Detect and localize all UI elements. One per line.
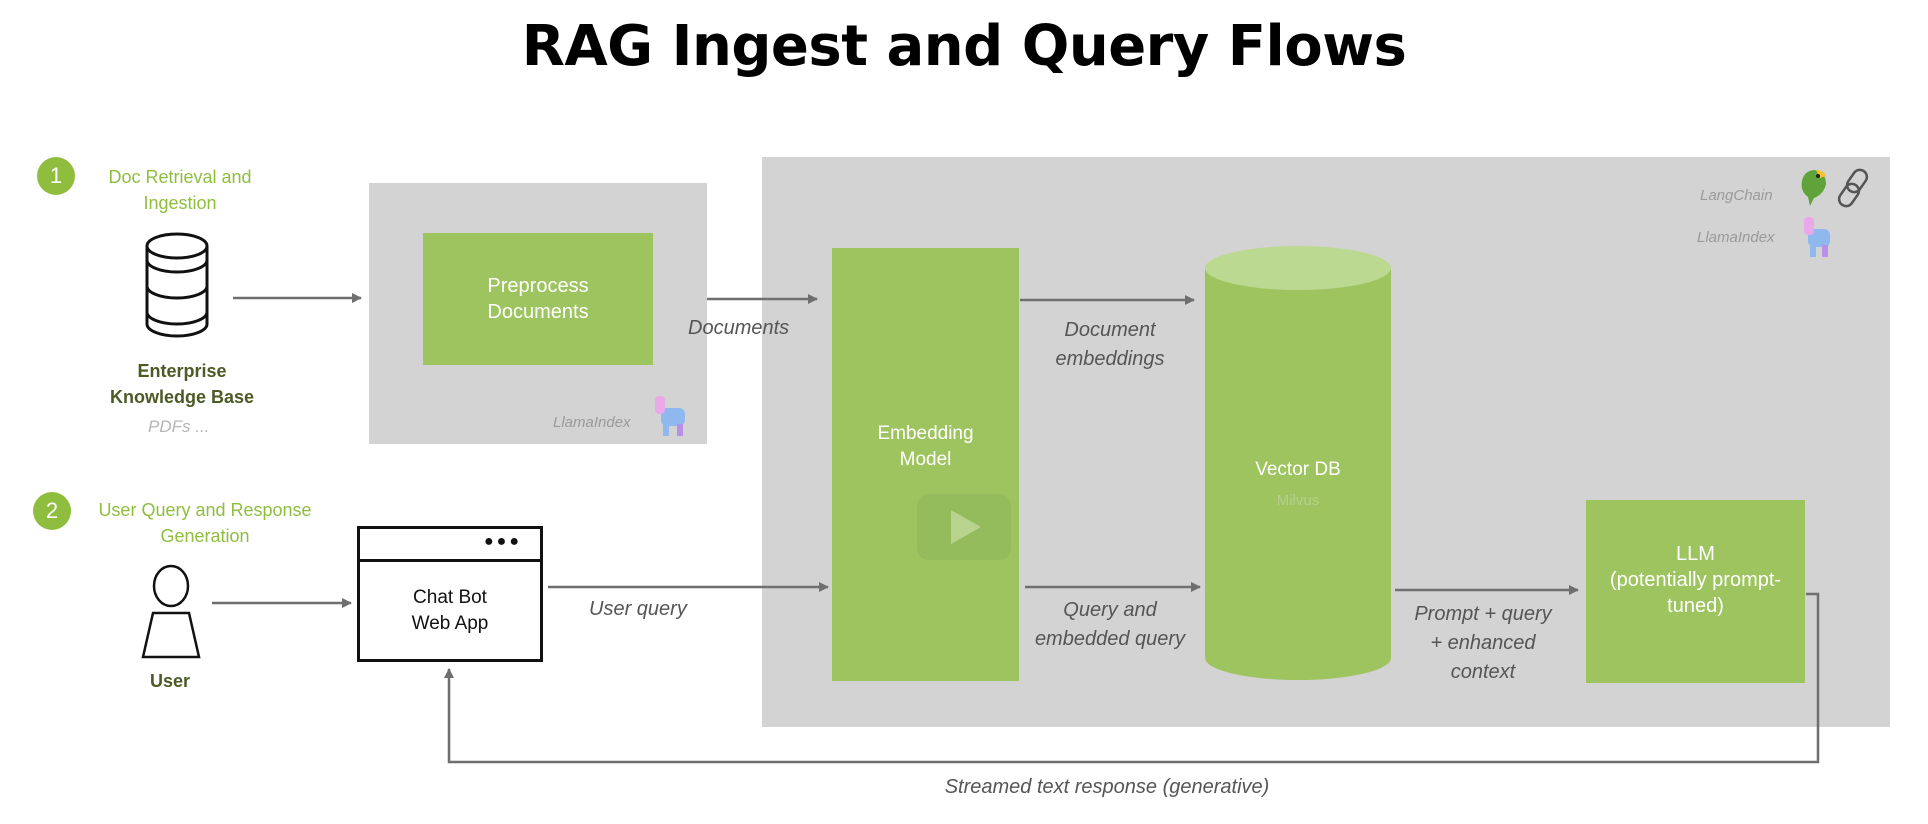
llm-box: LLM (potentially prompt- tuned)	[1586, 500, 1805, 683]
database-icon	[145, 232, 209, 338]
llama-index-icon	[1804, 217, 1830, 257]
parrot-icon	[1801, 170, 1826, 206]
preprocess-documents-box: Preprocess Documents	[423, 233, 653, 365]
vector-db-sub: Milvus	[1276, 492, 1320, 509]
chatbot-label: Chat Bot Web App	[411, 587, 489, 634]
user-query-edge-label: User query	[589, 598, 687, 620]
knowledge-base-sub: PDFs ...	[148, 417, 210, 436]
chatbot-titlebar: ●●●	[360, 529, 540, 562]
step-2-badge: 2	[33, 492, 71, 530]
document-embeddings-label: Document embeddings	[1055, 319, 1165, 370]
chain-link-icon	[1837, 168, 1869, 208]
query-embedded-label: Query and embedded query	[1034, 599, 1186, 650]
arrow-llm-to-chatbot	[444, 592, 1820, 764]
knowledge-base-label: Enterprise Knowledge Base	[109, 361, 255, 407]
documents-edge-label: Documents	[688, 317, 790, 339]
user-label: User	[149, 671, 191, 691]
llamaindex-label: LlamaIndex	[1697, 229, 1775, 246]
page-title: RAG Ingest and Query Flows	[521, 14, 1407, 79]
llama-icon	[655, 396, 685, 436]
prompt-context-label: Prompt + query + enhanced context	[1414, 603, 1552, 683]
user-icon	[141, 564, 201, 659]
streamed-response-label: Streamed text response (generative)	[944, 776, 1270, 798]
langchain-label: LangChain	[1700, 187, 1773, 204]
chatbot-window: ●●● Chat Bot Web App	[357, 526, 543, 662]
step-1-label: Doc Retrieval and Ingestion	[108, 167, 252, 213]
dots-icon: ●●●	[484, 533, 522, 550]
preprocess-framework-label: LlamaIndex	[553, 414, 631, 431]
play-icon	[917, 494, 1011, 560]
step-1-badge: 1	[37, 157, 75, 195]
embedding-model-box: Embedding Model	[832, 248, 1019, 681]
step-2-label: User Query and Response Generation	[98, 500, 312, 546]
vector-db-label: Vector DB	[1255, 459, 1341, 480]
vector-db-cylinder	[1205, 246, 1391, 680]
